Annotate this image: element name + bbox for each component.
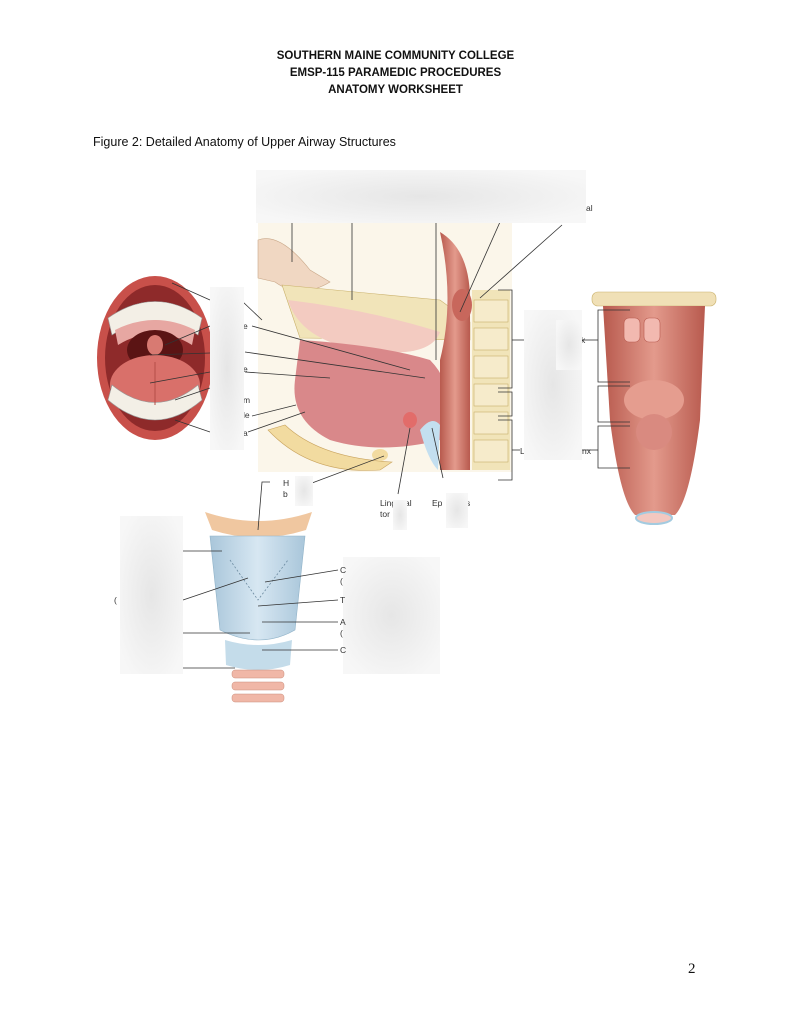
mask-larynx-right-labels bbox=[343, 557, 440, 674]
fragment-paren: ( bbox=[114, 595, 117, 605]
mask-pharynx-labels-b bbox=[556, 320, 582, 370]
fragment-m: m bbox=[243, 395, 250, 405]
fragment-nx: nx bbox=[582, 446, 592, 456]
larynx-illustration bbox=[205, 512, 312, 702]
fragment-c2: C bbox=[340, 645, 346, 655]
fragment-al: al bbox=[586, 203, 593, 213]
fragment-ep-a: Ep bbox=[432, 498, 443, 508]
fragment-a2: A bbox=[340, 617, 346, 627]
sagittal-head-section bbox=[258, 222, 512, 472]
fragment-tor: tor bbox=[380, 509, 390, 519]
fragment-le: le bbox=[243, 410, 250, 420]
mask-oral-labels bbox=[210, 287, 244, 450]
mask-lingual-label bbox=[393, 500, 407, 530]
fragment-h: H bbox=[283, 478, 289, 488]
fragment-t: T bbox=[340, 595, 345, 605]
mask-top-labels bbox=[256, 170, 586, 223]
mask-epiglottis-label bbox=[446, 493, 468, 528]
fragment-a2b: ( bbox=[340, 628, 343, 638]
fragment-c1b: ( bbox=[340, 576, 343, 586]
posterior-pharynx-illustration bbox=[592, 292, 716, 524]
page-number: 2 bbox=[688, 961, 696, 978]
oral-cavity-illustration bbox=[97, 276, 213, 440]
mask-hyoid-label bbox=[295, 476, 313, 506]
mask-larynx-left-labels bbox=[120, 516, 183, 674]
fragment-c1: C bbox=[340, 565, 346, 575]
fragment-b: b bbox=[283, 489, 288, 499]
